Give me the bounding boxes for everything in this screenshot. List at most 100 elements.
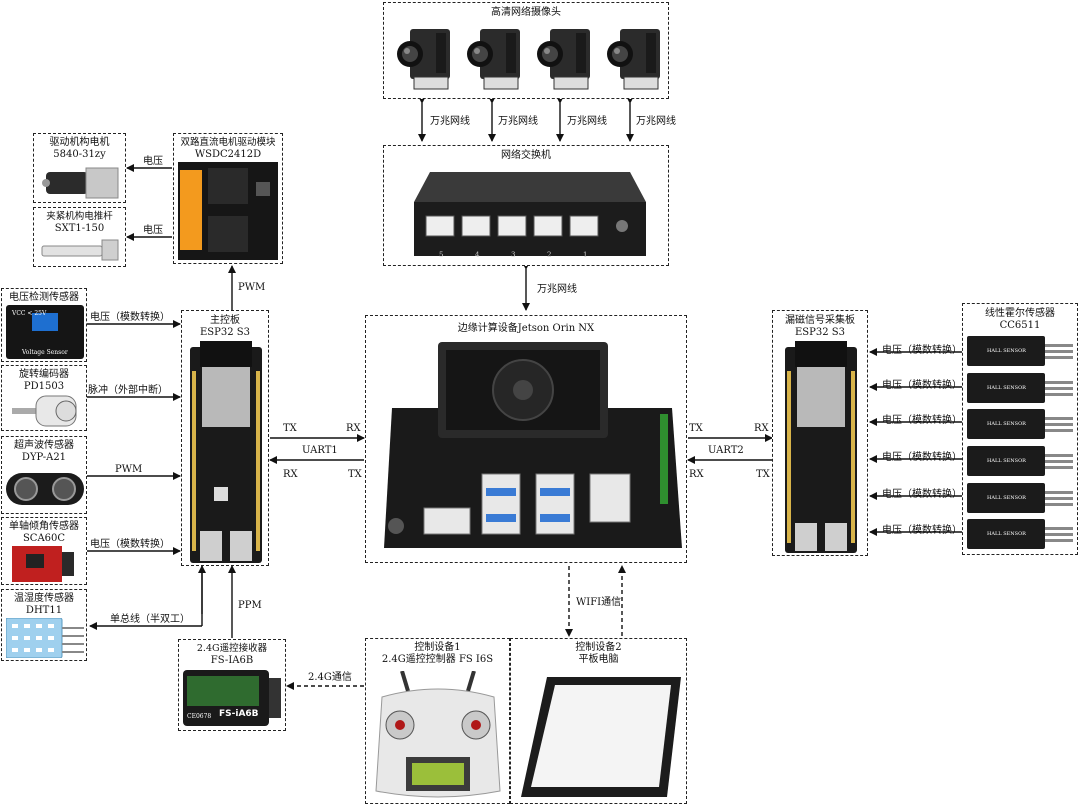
receiver-title: 2.4G遥控接收器 [196, 643, 268, 654]
uart2-label: UART2 [708, 445, 744, 456]
clamp-actuator-box: 夹紧机构电推杆 SXT1-150 [33, 207, 126, 267]
dht-title: 温湿度传感器 [14, 593, 74, 604]
cam-link-label-2: 万兆网线 [498, 116, 538, 127]
edge-box: 边缘计算设备Jetson Orin NX [365, 315, 687, 563]
ultrasonic-box: 超声波传感器 DYP-A21 [1, 436, 87, 514]
motor-driver-title: 双路直流电机驱动模块 [180, 137, 276, 148]
receiver-model-text: FS-iA6B [219, 709, 259, 719]
switch-box: 网络交换机 5 4 3 2 1 [383, 145, 669, 266]
switch-edge-label: 万兆网线 [537, 284, 577, 295]
cam-link-label-3: 万兆网线 [567, 116, 607, 127]
uart2-tx-left: TX [689, 423, 703, 434]
motor-driver-box: 双路直流电机驱动模块 WSDC2412D [173, 133, 283, 264]
ctrl2-title: 控制设备2 [575, 642, 622, 653]
dht-box: 温湿度传感器 DHT11 [1, 589, 87, 661]
switch-port-4: 4 [475, 251, 480, 259]
ctrl1-title: 控制设备1 [414, 642, 461, 653]
hall-module-text-5: HALL SENSOR [987, 495, 1026, 501]
cam-link-label-4: 万兆网线 [636, 116, 676, 127]
motor-driver-model: WSDC2412D [194, 149, 262, 160]
esp32-main-image [190, 341, 262, 563]
pwm-label: PWM [115, 464, 143, 475]
cam-link-label-1: 万兆网线 [430, 116, 470, 127]
uart1-tx-left: TX [283, 423, 297, 434]
actuator-image [41, 239, 119, 261]
ultrasonic-title: 超声波传感器 [14, 440, 74, 451]
uart2-rx-left: RX [689, 469, 704, 480]
rf24-label: 2.4G通信 [308, 672, 352, 683]
tilt-image [12, 546, 74, 582]
switch-title: 网络交换机 [501, 150, 551, 161]
mcu-main-box: 主控板 ESP32 S3 [181, 310, 269, 566]
voltage-adc-label: 电压（模数转换） [90, 312, 170, 323]
mcu-main-model: ESP32 S3 [200, 327, 250, 338]
hall-box: 线性霍尔传感器 CC6511 HALL SENSOR HALL SENSOR H… [962, 303, 1078, 555]
wifi-label: WIFI通信 [576, 597, 622, 608]
hall-label-3: 电压（模数转换） [882, 415, 962, 426]
pwm-driver-label: PWM [238, 282, 266, 293]
mcu-mag-title: 漏磁信号采集板 [785, 315, 855, 326]
receiver-ce-text: CE0678 [187, 713, 212, 720]
tilt-model: SCA60C [22, 533, 66, 544]
uart1-rx-left: RX [283, 469, 298, 480]
switch-port-1: 1 [583, 251, 588, 259]
switch-port-2: 2 [547, 251, 552, 259]
hall-label-6: 电压（模数转换） [882, 525, 962, 536]
drive-motor-box: 驱动机构电机 5840-31zy [33, 133, 126, 203]
dht-image [6, 618, 84, 658]
single-bus-label: 单总线（半双工） [110, 614, 190, 625]
hall-label-2: 电压（模数转换） [882, 380, 962, 391]
motor-driver-image [178, 162, 278, 260]
drive-motor-image [42, 167, 119, 199]
drive-motor-model: 5840-31zy [53, 149, 106, 160]
voltage-sensor-image [6, 305, 84, 359]
remote-controller-image [375, 671, 501, 798]
hall-module-text-2: HALL SENSOR [987, 385, 1026, 391]
mcu-main-title: 主控板 [210, 315, 240, 326]
encoder-title: 旋转编码器 [19, 369, 69, 380]
uart1-tx-right: TX [348, 469, 362, 480]
uart1-rx-right: RX [346, 423, 361, 434]
clamp-actuator-model: SXT1-150 [54, 223, 105, 234]
encoder-model: PD1503 [23, 381, 65, 392]
clamp-actuator-title: 夹紧机构电推杆 [46, 211, 113, 222]
hall-model: CC6511 [999, 320, 1041, 331]
tilt-title: 单轴倾角传感器 [9, 521, 79, 532]
hall-module-text-1: HALL SENSOR [987, 348, 1026, 354]
receiver-image [183, 670, 281, 726]
ppm-label: PPM [238, 600, 262, 611]
hall-module-text-3: HALL SENSOR [987, 421, 1026, 427]
hall-label-1: 电压（模数转换） [882, 345, 962, 356]
ctrl2-model: 平板电脑 [578, 654, 619, 665]
dht-model: DHT11 [25, 605, 63, 616]
receiver-model: FS-IA6B [210, 655, 254, 666]
hall-sensor-images [967, 336, 1073, 549]
tilt-adc-label: 电压（模数转换） [90, 539, 170, 550]
pulse-label: 脉冲（外部中断） [88, 385, 168, 396]
ctrl1-model: 2.4G遥控控制器 FS I6S [381, 654, 494, 665]
mcu-mag-box: 漏磁信号采集板 ESP32 S3 [772, 310, 868, 556]
hall-label-5: 电压（模数转换） [882, 489, 962, 500]
mcu-mag-model: ESP32 S3 [795, 327, 845, 338]
tablet-image [521, 677, 681, 797]
hall-title: 线性霍尔传感器 [985, 308, 1055, 319]
encoder-image [12, 395, 77, 427]
jetson-image [384, 342, 682, 548]
motor-voltage-label: 电压 [143, 156, 163, 167]
esp32-mag-image [785, 341, 857, 553]
switch-image [414, 172, 646, 256]
voltage-sensor-pcb-text: Voltage Sensor [22, 349, 68, 356]
voltage-sensor-pcb-top: VCC < 25V [12, 310, 47, 317]
voltage-sensor-title: 电压检测传感器 [9, 292, 79, 303]
tilt-box: 单轴倾角传感器 SCA60C [1, 517, 87, 585]
cameras-title: 高清网络摄像头 [491, 7, 561, 18]
edge-title: 边缘计算设备Jetson Orin NX [457, 323, 595, 334]
ctrl1-box: 控制设备1 2.4G遥控控制器 FS I6S [365, 638, 510, 804]
uart2-tx-right: TX [756, 469, 770, 480]
hall-label-4: 电压（模数转换） [882, 452, 962, 463]
uart2-rx-right: RX [754, 423, 769, 434]
cameras-box: 高清网络摄像头 [383, 2, 669, 99]
voltage-sensor-box: 电压检测传感器 VCC < 25V Voltage Sensor [1, 288, 87, 362]
ultrasonic-model: DYP-A21 [21, 452, 67, 463]
